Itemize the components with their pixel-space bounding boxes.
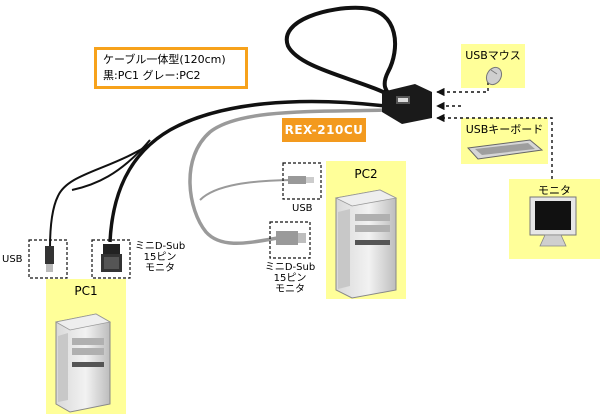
pc1-usb-plug-icon <box>45 246 54 272</box>
pc1-vga-label-line-3: モニタ <box>145 263 175 274</box>
gray-usb-cable <box>199 179 301 201</box>
pc1-vga-connector-box <box>91 239 131 279</box>
pc2-vga-label-line-1: ミニD-Sub <box>264 262 316 273</box>
black-usb-cable-pc1 <box>49 132 166 249</box>
pc1-title: PC1 <box>74 284 98 298</box>
cable-info-callout: ケーブル一体型(120cm) 黒:PC1 グレー:PC2 <box>94 47 248 89</box>
pc1-usb-label: USB <box>2 254 23 265</box>
pc2-title: PC2 <box>354 167 378 181</box>
callout-line-2: 黒:PC1 グレー:PC2 <box>103 69 201 82</box>
usb-keyboard-icon <box>466 139 544 160</box>
gray-cable-main <box>188 108 386 245</box>
pc2-vga-label-line-2: 15ピン <box>273 273 307 284</box>
arrow-mouse-to-switch <box>436 76 489 97</box>
monitor-label: モニタ <box>538 184 571 197</box>
pc2-vga-label: ミニD-Sub 15ピン モニタ <box>262 262 318 295</box>
pc1-usb-connector-box <box>28 239 68 279</box>
pc2-usb-connector-box <box>282 162 322 200</box>
callout-line-1: ケーブル一体型(120cm) <box>103 53 226 66</box>
pc2-usb-label: USB <box>292 203 313 214</box>
black-cable-loop <box>284 5 398 100</box>
product-label: REX-210CU <box>282 118 366 142</box>
usb-mouse-label: USBマウス <box>465 49 521 62</box>
pc2-vga-plug-icon <box>276 231 306 245</box>
pc2-tower-icon <box>334 189 398 299</box>
pc2-vga-connector-box <box>269 221 311 259</box>
black-cable-pc1 <box>108 99 386 243</box>
usb-keyboard-label: USBキーボード <box>465 123 544 136</box>
pc2-usb-plug-icon <box>288 176 314 184</box>
black-cable-split <box>71 139 151 191</box>
pc1-vga-label-line-2: 15ピン <box>143 252 177 263</box>
pc2-vga-label-line-3: モニタ <box>275 284 305 295</box>
monitor-icon <box>529 196 577 247</box>
rex-switch-box <box>382 84 432 124</box>
arrow-monitor-to-switch <box>436 113 553 179</box>
usb-mouse-icon <box>485 66 503 86</box>
pc1-vga-plug-icon <box>101 244 122 272</box>
pc1-vga-label-line-1: ミニD-Sub <box>134 241 186 252</box>
pc1-vga-label: ミニD-Sub 15ピン モニタ <box>134 241 186 274</box>
pc1-tower-icon <box>54 313 112 413</box>
